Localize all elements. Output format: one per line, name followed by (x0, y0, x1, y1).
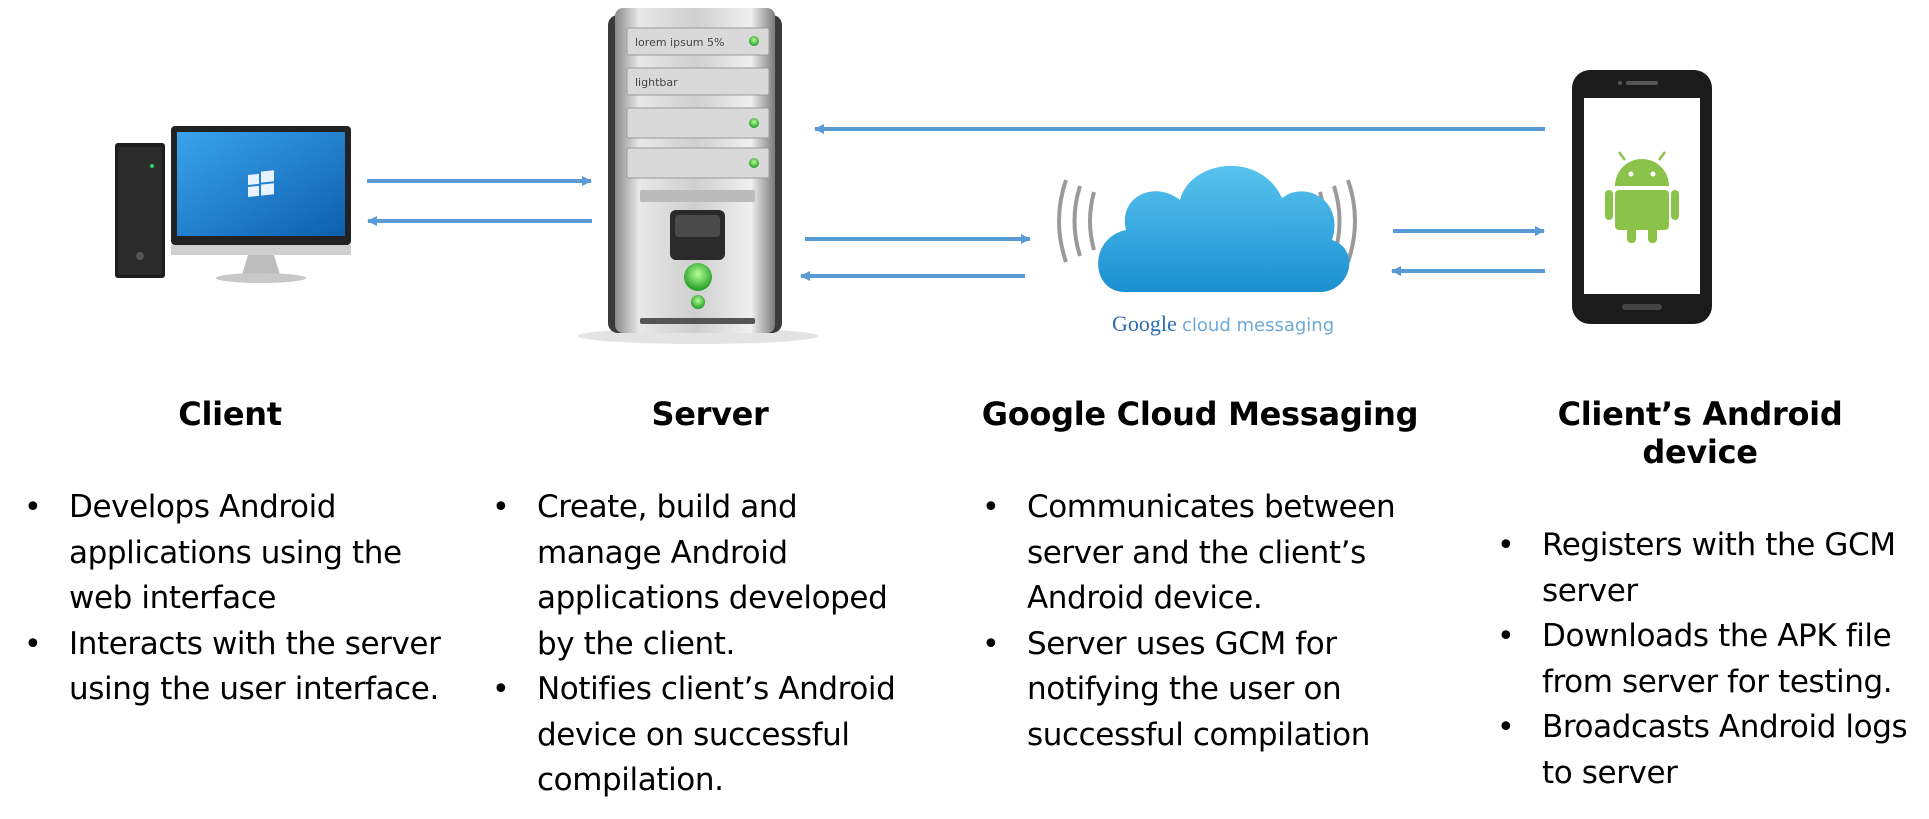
gcm-logo-product: cloud messaging (1182, 315, 1334, 336)
client-bullet: Develops Android applications using the … (22, 485, 462, 622)
gcm-bullet: Communicates between server and the clie… (980, 485, 1420, 622)
client-bullet-list: Develops Android applications using the … (22, 485, 462, 713)
gcm-title: Google Cloud Messaging (981, 395, 1419, 433)
client-title: Client (178, 395, 282, 433)
desktop-computer-icon (115, 126, 351, 283)
client-bullet: Interacts with the server using the user… (22, 622, 462, 713)
android-robot-icon (1605, 151, 1679, 243)
cloud-icon: Google cloud messaging (1057, 165, 1357, 336)
android-bullet: Registers with the GCM server (1495, 523, 1929, 614)
server-tower-icon: lorem ipsum 5% lightbar (578, 8, 818, 344)
server-bay-label-1: lorem ipsum 5% (635, 36, 724, 49)
server-bullet-list: Create, build and manage Android applica… (490, 485, 930, 804)
server-bullet: Notifies client’s Android device on succ… (490, 667, 930, 804)
android-title: Client’s Android device (1557, 395, 1843, 471)
gcm-bullet-list: Communicates between server and the clie… (980, 485, 1420, 758)
android-bullet: Broadcasts Android logs to server (1495, 705, 1929, 796)
android-bullet-list: Registers with the GCM server Downloads … (1495, 523, 1929, 796)
server-bullet: Create, build and manage Android applica… (490, 485, 930, 667)
gcm-logo-brand: Google (1112, 311, 1177, 336)
android-bullet: Downloads the APK file from server for t… (1495, 614, 1929, 705)
server-bay-label-2: lightbar (635, 76, 678, 89)
gcm-bullet: Server uses GCM for notifying the user o… (980, 622, 1420, 759)
server-column: Server Create, build and manage Android … (490, 395, 930, 804)
android-phone-icon (1572, 70, 1712, 324)
server-title: Server (651, 395, 769, 433)
android-column: Client’s Android device Registers with t… (1495, 395, 1929, 796)
gcm-column: Google Cloud Messaging Communicates betw… (980, 395, 1420, 758)
client-column: Client Develops Android applications usi… (22, 395, 462, 713)
